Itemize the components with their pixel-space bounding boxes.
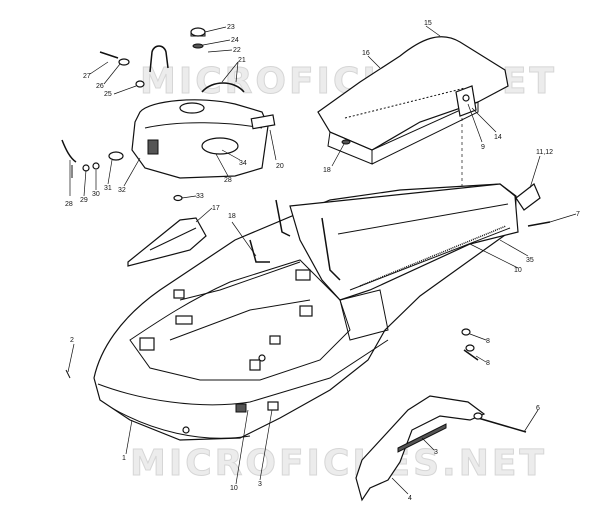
callout-8-lower: 8 [486,360,490,367]
callout-27: 27 [83,73,91,80]
hardware [65,194,551,379]
callout-29: 29 [80,197,88,204]
callout-18-chassis: 18 [228,213,236,220]
seat [317,36,509,165]
callout-24: 24 [231,37,239,44]
fuel-cap [190,27,206,49]
leader-lines [67,25,577,495]
callout-21: 21 [238,57,246,64]
callout-14: 14 [494,134,502,141]
callout-23: 23 [227,24,235,31]
watermark-bottom: MICROFICHES.NET [130,443,547,484]
callout-18-seat: 18 [323,167,331,174]
chassis [93,183,519,441]
callout-labels: 23 24 22 21 27 26 25 15 16 9 14 18 34 28… [65,20,580,502]
callout-10-deck: 10 [514,267,522,274]
callout-7: 7 [576,211,580,218]
nose-cone [127,217,207,267]
callout-34: 34 [239,160,247,167]
callout-2: 2 [70,337,74,344]
callout-11-12: 11,12 [536,149,553,156]
callout-33: 33 [196,193,204,200]
callout-25: 25 [104,91,112,98]
callout-28-tank: 28 [224,177,232,184]
callout-32: 32 [118,187,126,194]
callout-26: 26 [96,83,104,90]
callout-30: 30 [92,191,100,198]
callout-10-floor: 10 [230,485,238,492]
callout-4: 4 [408,495,412,502]
fuel-line-fittings [61,51,145,178]
callout-9: 9 [481,144,485,151]
callout-8-upper: 8 [486,338,490,345]
callout-1: 1 [122,455,126,462]
callout-3-floor: 3 [258,481,262,488]
callout-16: 16 [362,50,370,57]
callout-35: 35 [526,257,534,264]
tank-strap [201,82,245,93]
callout-3-skid: 3 [434,449,438,456]
rear-bumper [515,183,541,211]
callout-6: 6 [536,405,540,412]
callout-17: 17 [212,205,220,212]
callout-15: 15 [424,20,432,27]
callout-28-fitting: 28 [65,201,73,208]
callout-31: 31 [104,185,112,192]
fuel-tank [131,99,276,179]
vent-hose [149,45,169,73]
callout-22: 22 [233,47,241,54]
callout-20: 20 [276,163,284,170]
